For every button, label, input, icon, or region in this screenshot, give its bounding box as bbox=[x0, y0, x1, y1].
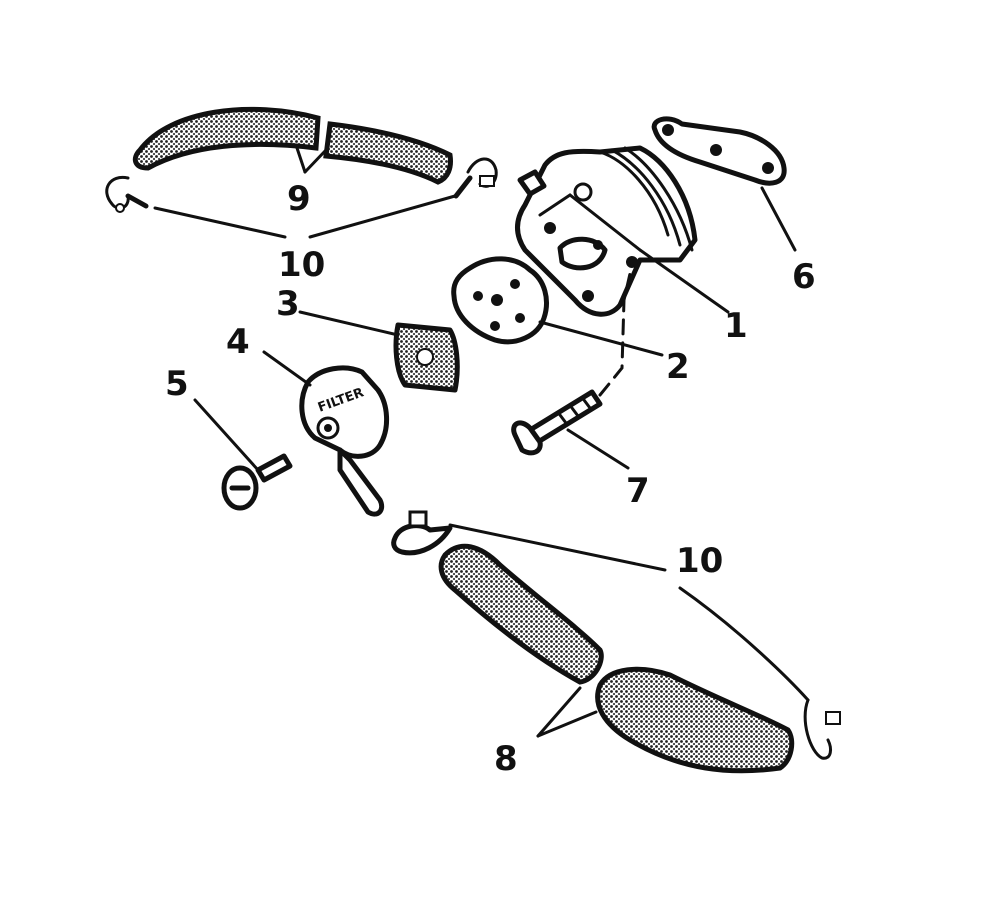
lower-hose-lower bbox=[595, 666, 795, 774]
diaphragm bbox=[451, 256, 549, 345]
callout-3: 3 bbox=[276, 284, 300, 324]
upper-hose-right bbox=[323, 121, 453, 185]
lower-clamp-right bbox=[803, 698, 841, 760]
leader-lines bbox=[153, 146, 810, 738]
cap-screw bbox=[221, 453, 293, 511]
filter-screen bbox=[393, 322, 460, 393]
callout-10-lower: 10 bbox=[676, 541, 723, 581]
upper-clamp-left bbox=[105, 175, 149, 213]
callout-10-upper: 10 bbox=[278, 245, 325, 285]
callout-2: 2 bbox=[666, 347, 690, 387]
lower-clamp-left bbox=[391, 510, 453, 556]
filter-cap: FILTER bbox=[299, 365, 389, 517]
callout-7: 7 bbox=[626, 471, 650, 511]
callout-9: 9 bbox=[287, 179, 311, 219]
pump-bolt bbox=[511, 263, 634, 456]
upper-clamp-right bbox=[453, 157, 498, 199]
lower-hose-upper bbox=[438, 543, 604, 685]
callout-4: 4 bbox=[226, 322, 250, 362]
callout-1: 1 bbox=[724, 306, 748, 346]
upper-hose-left bbox=[132, 106, 321, 171]
callout-8: 8 bbox=[494, 739, 518, 779]
callout-5: 5 bbox=[165, 364, 189, 404]
mounting-gasket bbox=[651, 116, 787, 186]
callout-labels: 1 2 3 4 5 6 7 8 9 10 10 bbox=[165, 179, 816, 779]
callout-6: 6 bbox=[792, 257, 816, 297]
fuel-pump-body bbox=[515, 145, 698, 317]
